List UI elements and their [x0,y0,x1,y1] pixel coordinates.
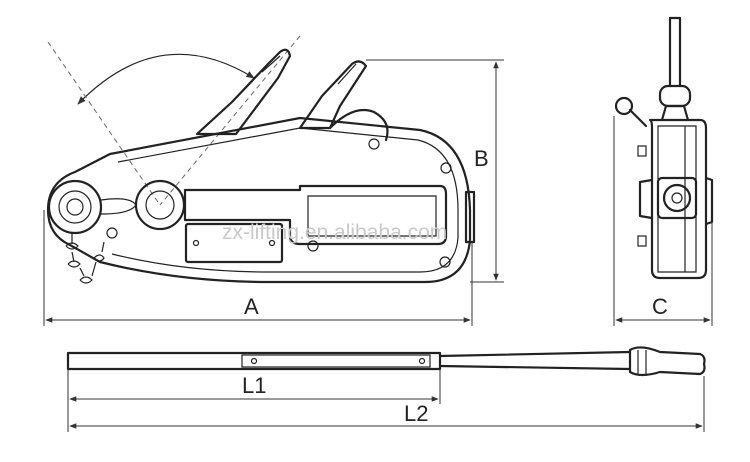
end-hub-inner [671,192,683,204]
sleeve-rivet-right [418,357,426,365]
end-view: C [613,16,714,326]
housing-inner-line [111,127,459,273]
front-lever [195,48,292,136]
dim-label-B: B [474,146,489,171]
swing-arc [77,53,255,105]
rod-collar [658,84,692,108]
swing-guide-right [159,35,301,206]
wire-channel [100,198,137,215]
window-panel [183,184,448,246]
dim-label-L1: L1 [242,373,266,398]
swing-guide-left [47,41,161,206]
side-knob [614,96,634,116]
end-bolt-top [637,145,647,157]
watermark: zx-lifting.en.alibaba.com [222,221,447,244]
dim-label-L2: L2 [404,401,428,426]
handle-outer-tube [66,351,442,371]
bolt-1 [106,227,118,239]
anchor-ring-mid [58,190,92,224]
plate-rivet-right [268,239,276,247]
rear-bracket [328,108,389,142]
handle-sleeve [241,354,431,368]
handle-view: L1 L2 [66,346,706,432]
drum-inner [145,190,175,220]
bolt-2 [307,240,319,252]
handle-grip [628,346,706,377]
dim-label-A: A [244,294,259,319]
rear-bracket-bolt [368,138,380,150]
end-hub-frame [656,176,698,220]
end-bolt-bottom [637,235,647,247]
end-housing-inner [657,125,697,273]
window-panel-inner [307,195,437,237]
side-view: B A [43,35,504,326]
end-right-plate [704,176,714,226]
handle-inner-rod [438,350,632,371]
handle-grip-ridges [637,350,647,374]
anchor-ring-inner [66,198,84,216]
housing-outline [46,116,472,284]
side-knob-arm [628,108,648,128]
rod-neck-sides [660,104,690,122]
dim-label-C: C [652,294,668,319]
bolt-3 [439,256,451,268]
sleeve-rivet-left [250,357,258,365]
anchor-ring-outer [47,179,103,235]
end-housing [648,118,708,280]
right-end-plate [464,190,476,244]
rear-lever-grip [337,63,357,85]
safety-chain [65,232,105,284]
plate-rivet-left [192,239,200,247]
end-left-plate [638,178,654,220]
rear-lever [298,60,368,130]
bolt-4 [440,162,452,174]
name-plate [184,222,284,264]
front-lever-grip [261,55,281,73]
end-hub-outer [662,183,692,213]
